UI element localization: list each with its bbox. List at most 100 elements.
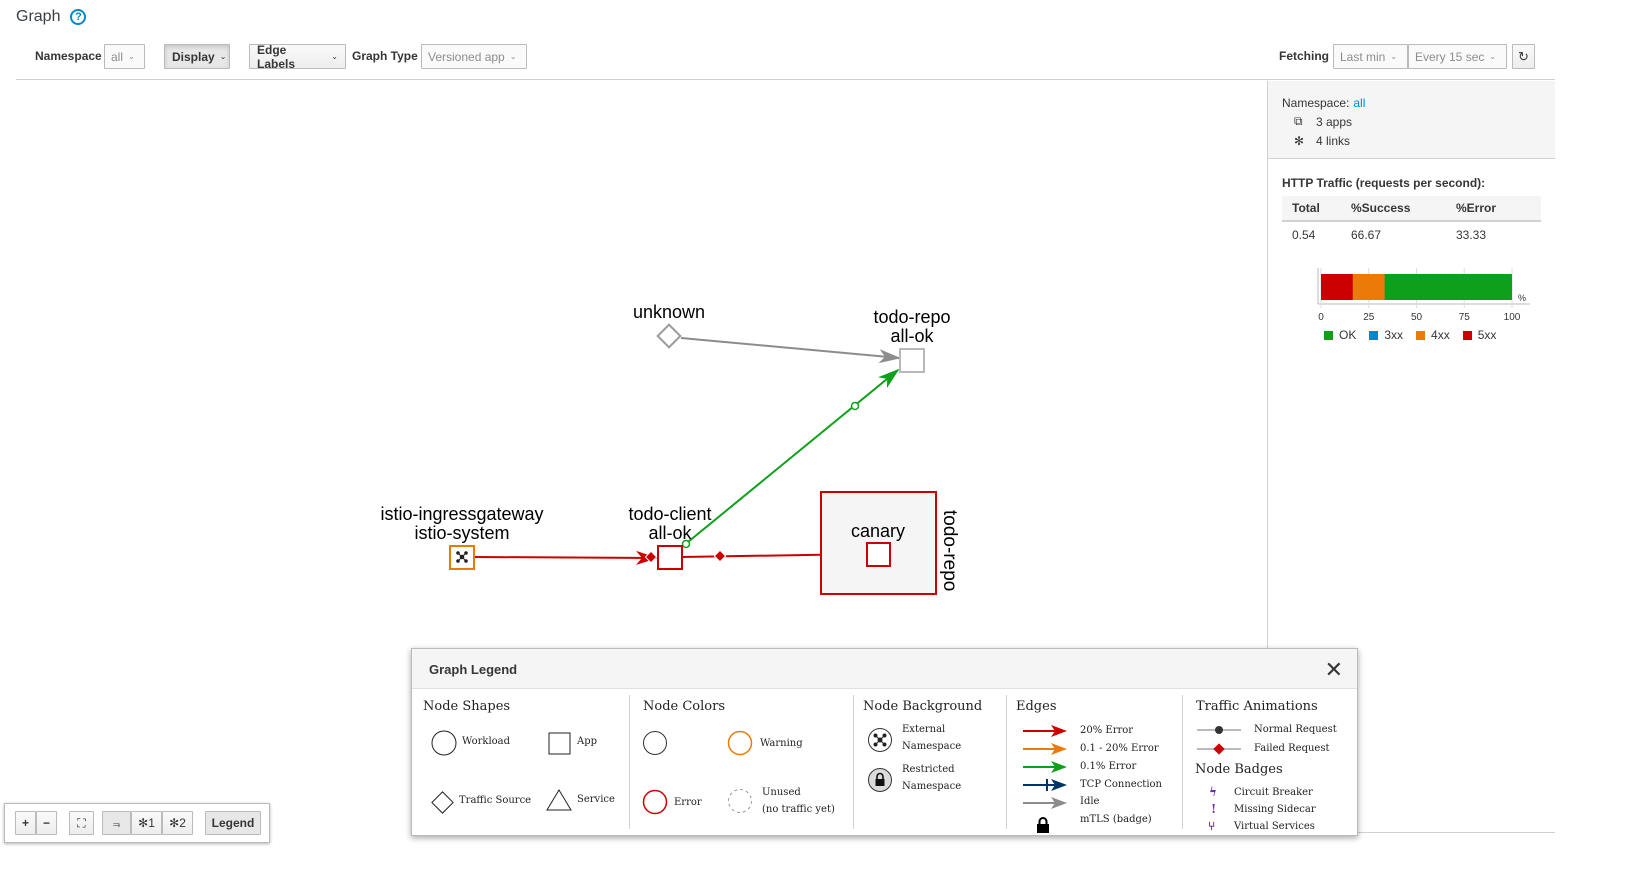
graph-legend-header: Graph Legend ✕	[412, 649, 1357, 689]
header-total: Total	[1292, 201, 1320, 215]
bar-segment-4xx[interactable]	[1352, 274, 1385, 300]
namespace-link[interactable]: all	[1353, 95, 1366, 110]
node-todo-repo[interactable]	[899, 348, 925, 373]
chevron-down-icon: ⌄	[1489, 52, 1497, 61]
legend-ok[interactable]: OK	[1324, 328, 1356, 342]
traffic-source-shape-icon	[431, 791, 454, 814]
traffic-animation-icons	[1197, 726, 1241, 755]
edge-unknown-todo-repo[interactable]	[680, 337, 901, 364]
restricted-label-2: Namespace	[902, 781, 962, 792]
unused-label-1: Unused	[762, 787, 801, 798]
zoom-in-icon: +	[21, 816, 29, 830]
fit-graph-button[interactable]: ⛶	[69, 811, 94, 835]
node-unknown[interactable]	[656, 323, 682, 349]
value-success: 66.67	[1351, 228, 1382, 242]
lock-icon	[1037, 817, 1049, 833]
failed-request-label: Failed Request	[1254, 743, 1330, 754]
node-todo-client-label-2: all-ok	[648, 523, 692, 543]
legend-node-shapes: Node Shapes Workload App Traffic Source …	[412, 695, 629, 829]
workload-label: Workload	[462, 736, 511, 747]
app-label: App	[577, 736, 598, 747]
graph-legend-panel: Graph Legend ✕ Node Shapes Workload App …	[411, 648, 1358, 836]
http-traffic-section: HTTP Traffic (requests per second): Tota…	[1268, 159, 1555, 348]
node-canary[interactable]	[866, 542, 891, 567]
apps-count: 3 apps	[1316, 114, 1353, 129]
refresh-button[interactable]: ↻	[1512, 44, 1535, 69]
graph-type-dropdown[interactable]: Versioned app⌄	[421, 44, 527, 69]
legend-button-label: Legend	[211, 816, 255, 830]
virtual-services-label: Virtual Services	[1234, 821, 1315, 832]
display-dropdown[interactable]: Display⌄	[164, 44, 230, 69]
refresh-interval-dropdown[interactable]: Every 15 sec⌄	[1408, 44, 1507, 69]
zoom-out-button[interactable]: −	[36, 811, 57, 835]
bar-segment-ok[interactable]	[1384, 274, 1513, 300]
legend-button[interactable]: Legend	[205, 811, 261, 835]
edge-labels-dropdown[interactable]: Edge Labels⌄	[249, 43, 346, 71]
help-icon[interactable]: ?	[70, 9, 87, 25]
topology-icon: ✻	[138, 816, 149, 830]
traffic-animations-heading: Traffic Animations	[1196, 699, 1318, 714]
topology-icon: ✻	[169, 816, 180, 830]
close-icon[interactable]: ✕	[1324, 657, 1343, 682]
legend-5xx[interactable]: 5xx	[1462, 328, 1496, 342]
error-color-icon	[642, 789, 668, 815]
namespace-label: Namespace:	[1282, 95, 1350, 110]
namespace-value: all	[111, 49, 124, 64]
normal-color-icon	[643, 731, 667, 755]
missing-sidecar-label: Missing Sidecar	[1234, 804, 1316, 815]
normal-request-label: Normal Request	[1254, 724, 1337, 735]
legend-3xx[interactable]: 3xx	[1369, 328, 1403, 342]
node-todo-repo-label-1: todo-repo	[873, 307, 950, 327]
edge-tcp-label: TCP Connection	[1080, 779, 1162, 790]
service-label: Service	[577, 794, 615, 805]
edge-types-icons	[1023, 725, 1067, 809]
namespace-line: Namespace: all	[1282, 93, 1541, 112]
external-label-2: Namespace	[902, 741, 962, 752]
layout-2-button[interactable]: ✻2	[162, 811, 193, 835]
failed-request-dot	[644, 550, 658, 564]
chevron-down-icon: ⌄	[509, 52, 517, 61]
restricted-label-1: Restricted	[902, 764, 955, 775]
unused-color-icon	[728, 789, 752, 813]
edge-mtls-label: mTLS (badge)	[1080, 814, 1152, 825]
legend-4xx[interactable]: 4xx	[1416, 328, 1450, 342]
warning-color-icon	[727, 730, 753, 756]
unused-label-2: (no traffic yet)	[762, 804, 835, 815]
legend-4xx-label: 4xx	[1431, 328, 1450, 342]
layout-1-button[interactable]: ✻1	[131, 811, 162, 835]
external-namespace-icon	[456, 551, 468, 563]
bar-tick-label: 75	[1459, 312, 1471, 323]
node-shapes-heading: Node Shapes	[423, 699, 511, 714]
edge-todo-client-todo-repo[interactable]	[687, 368, 900, 543]
namespace-dropdown[interactable]: all⌄	[104, 44, 145, 69]
chevron-down-icon: ⌄	[1390, 52, 1398, 61]
page-header: Graph ?	[16, 8, 87, 26]
namespace-label: Namespace	[35, 49, 102, 63]
traffic-title: HTTP Traffic (requests per second):	[1282, 176, 1486, 190]
layout-1-label: 1	[148, 816, 155, 830]
node-todo-client[interactable]	[657, 545, 683, 570]
display-label: Display	[172, 49, 215, 64]
edge-20-error-label: 20% Error	[1080, 725, 1134, 736]
layout-2-label: 2	[179, 816, 186, 830]
node-ingress-label-2: istio-system	[414, 523, 509, 543]
circuit-breaker-icon: ϟ	[1209, 785, 1217, 799]
duration-dropdown[interactable]: Last min⌄	[1333, 44, 1408, 69]
edge-ingress-todo-client[interactable]	[473, 550, 658, 565]
graph-canvas[interactable]: todo-repo unknown todo-repo all-ok istio…	[0, 0, 1267, 888]
external-label-1: External	[902, 724, 946, 735]
node-todo-repo-label-2: all-ok	[890, 326, 934, 346]
layout-tree-icon: ⫬	[112, 815, 120, 830]
value-total: 0.54	[1292, 228, 1316, 242]
bar-segment-5xx[interactable]	[1321, 274, 1353, 300]
topology-icon: ✻	[1294, 133, 1305, 148]
bar-unit-label: %	[1518, 293, 1526, 303]
zoom-in-button[interactable]: +	[15, 811, 36, 835]
links-line: ✻ 4 links	[1282, 131, 1541, 150]
traffic-dot	[681, 539, 691, 549]
restricted-namespace-icon	[868, 768, 892, 792]
layout-default-button[interactable]: ⫬	[102, 811, 131, 835]
node-unknown-label: unknown	[633, 302, 705, 322]
legend-3xx-label: 3xx	[1384, 328, 1404, 342]
